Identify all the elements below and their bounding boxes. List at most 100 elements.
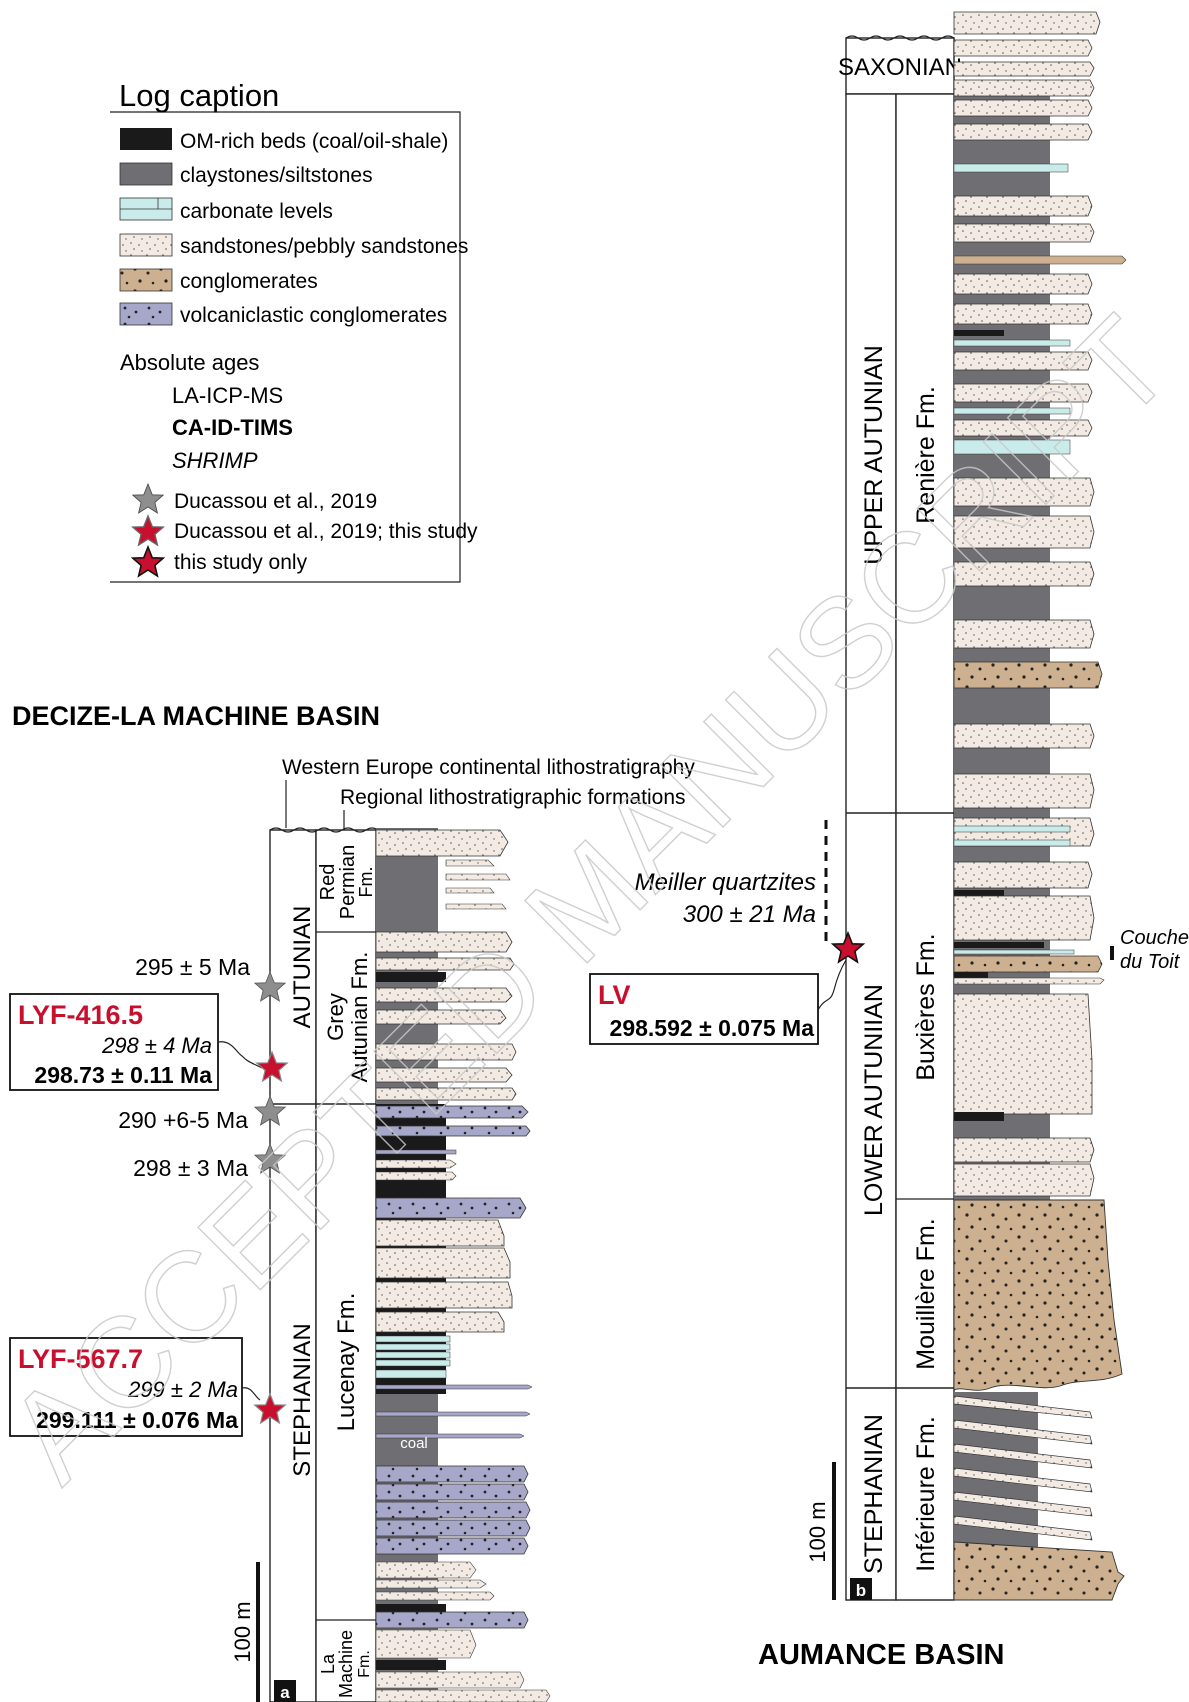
log-a-volc-thin-4 [375, 1433, 525, 1439]
log-b-sand-5 [953, 99, 1093, 117]
panel-a-age-2: 290 +6-5 Ma [118, 1107, 248, 1133]
panel-a-letter-box [274, 1680, 296, 1702]
log-a-om-bed-3 [376, 1660, 446, 1670]
panel-b-letter: b [856, 1581, 866, 1600]
panel-b-fm-buxieres: Buxières Fm. [912, 933, 940, 1080]
log-a-sand-16 [375, 1247, 511, 1279]
sample-lyf-416-leader [217, 1041, 263, 1069]
sample-box-lv [589, 973, 819, 1045]
panel-b-scale-label: 100 m [805, 1501, 830, 1562]
panel-a-scale-label: 100 m [230, 1601, 255, 1662]
sample-lyf-567-name: LYF-567.7 [18, 1344, 143, 1374]
log-a-carbonate-5 [375, 1369, 447, 1379]
legend-method-la-icp-ms: LA-ICP-MS [172, 383, 283, 408]
panel-a-top-wave [269, 827, 379, 833]
legend-star-red-icon [132, 546, 164, 577]
log-a-sand-1 [375, 829, 509, 857]
log-a-sand-19 [375, 1561, 477, 1579]
log-a-sand-6 [375, 931, 513, 953]
panel-b-stage-saxonian: SAXONIAN [838, 54, 962, 81]
panel-a-fm-grey-1: Grey [323, 993, 348, 1041]
sample-box-lyf-416 [9, 993, 219, 1091]
log-b-sand-2 [953, 39, 1093, 57]
panel-b-stage-stephanian: STEPHANIAN [860, 1414, 888, 1574]
panel-b-formation-column [895, 93, 955, 1601]
legend-swatch-om-rich [120, 128, 172, 150]
sample-lyf-567-leader [241, 1387, 261, 1401]
log-a-carbonate-2 [375, 1343, 451, 1351]
log-b-sand-25 [953, 1137, 1095, 1163]
log-b-sand-22 [953, 895, 1095, 941]
log-a-sand-14 [375, 1171, 457, 1181]
legend-frame [110, 111, 461, 583]
legend-label-conglomerate: conglomerates [180, 270, 318, 293]
legend-label-om-rich: OM-rich beds (coal/oil-shale) [180, 130, 448, 153]
log-b-sand-6 [953, 123, 1093, 141]
log-a-sand-12 [375, 1087, 517, 1101]
log-a-sand-7 [375, 957, 515, 971]
log-a-sand-15 [375, 1219, 505, 1247]
panel-a-fm-lucenay: Lucenay Fm. [333, 1293, 360, 1432]
panel-b-stage-column [845, 93, 897, 1601]
log-a-coal-label: coal [400, 1435, 428, 1452]
log-a-sand-20 [375, 1579, 487, 1589]
sample-lv-leader [817, 959, 847, 1011]
sample-lyf-416-tims: 298.73 ± 0.11 Ma [34, 1062, 212, 1088]
log-b-om-bed-1 [954, 330, 1004, 336]
log-b-carbonate-4 [953, 439, 1071, 455]
log-b-sand-23 [953, 977, 1105, 985]
log-b-sand-19 [953, 773, 1095, 809]
log-b-sand-9 [953, 273, 1093, 295]
log-a-carbonate-1 [375, 1335, 451, 1343]
meiller-age: 300 ± 21 Ma [683, 901, 816, 928]
legend-star-red-grey-label: Ducassou et al., 2019; this study [174, 520, 478, 543]
log-b-sand-17 [953, 619, 1095, 649]
log-a-volc-thin-2 [375, 1384, 533, 1390]
panel-a-fm-grey-2: Autunian Fm. [347, 952, 372, 1083]
log-a-sand-2 [445, 859, 495, 867]
log-b-sand-7 [953, 195, 1093, 217]
log-b-congl-base [953, 1541, 1125, 1601]
panel-a-stage-stephanian: STEPHANIAN [289, 1323, 316, 1476]
panel-b-basin-title: AUMANCE BASIN [758, 1639, 1005, 1671]
log-a-carbonate-4 [375, 1359, 451, 1367]
log-a-sand-10 [375, 1043, 517, 1061]
meiller-name: Meiller quartzites [635, 869, 816, 896]
sample-lv-tims: 298.592 ± 0.075 Ma [610, 1015, 815, 1041]
legend-swatch-sandstone [119, 233, 173, 257]
legend-title: Log caption [119, 78, 279, 113]
log-b-om-bed-3 [954, 942, 1044, 948]
legend-ages-title: Absolute ages [120, 350, 259, 375]
log-b-sand-21 [953, 861, 1093, 889]
panel-a-fm-red-2: Permian [337, 845, 359, 919]
log-b-carbonate-2 [953, 339, 1071, 347]
log-a-volc-4 [375, 1465, 529, 1483]
log-a-om-bed-4 [376, 1604, 446, 1612]
panel-a-stage-column [269, 829, 317, 1702]
legend-swatch-conglomerate [119, 268, 173, 292]
log-b-sand-15 [953, 515, 1095, 549]
panel-b-letter-box [850, 1578, 872, 1600]
panel-a-fm-machine-3: Fm. [356, 1650, 373, 1678]
log-b-sand-16 [953, 561, 1095, 587]
sample-lyf-416-name: LYF-416.5 [18, 1000, 143, 1030]
log-a-volc-1 [375, 1105, 529, 1119]
log-b-sand-27 [953, 1395, 1093, 1419]
panel-a-age-3: 298 ± 3 Ma [133, 1155, 248, 1181]
log-b-sand-3 [953, 61, 1095, 77]
panel-a-lithology-log: coal [375, 828, 551, 1702]
log-b-sand-13 [953, 419, 1093, 437]
log-a-sand-9 [375, 1009, 507, 1025]
panel-a-fm-machine-2: Machine [336, 1630, 356, 1698]
panel-b-top-wave [845, 35, 955, 41]
log-b-sand-26 [953, 1163, 1095, 1197]
log-a-sand-4 [445, 887, 495, 894]
panel-a: DECIZE-LA MACHINE BASIN Western Europe c… [9, 701, 695, 1702]
log-a-sand-22 [375, 1629, 477, 1659]
panel-a-fm-red-3: Fm. [356, 867, 376, 898]
log-b-sand-30 [953, 1467, 1093, 1493]
log-b-carbonate-5 [953, 825, 1071, 833]
legend-method-shrimp: SHRIMP [172, 448, 258, 473]
couche-line1: Couche [1120, 927, 1189, 949]
